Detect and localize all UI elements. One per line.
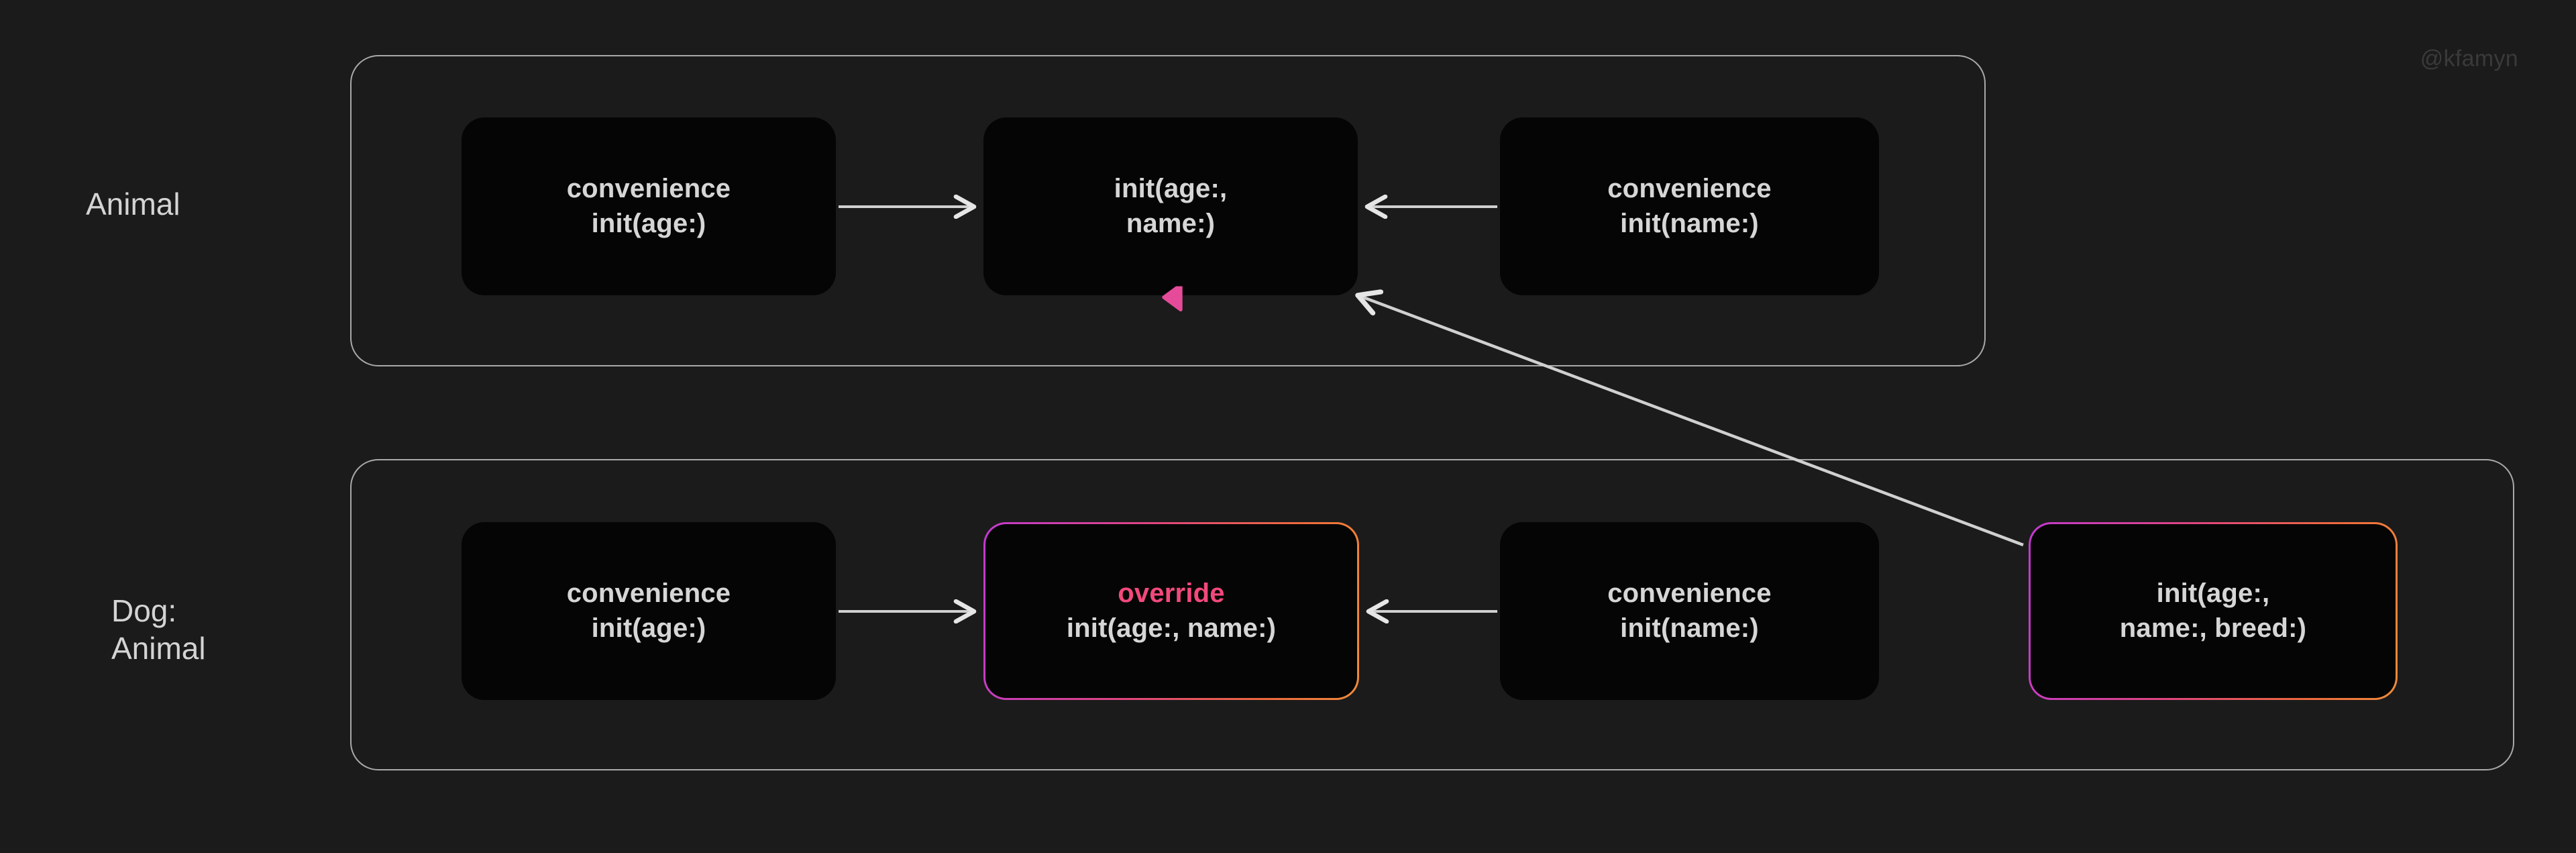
- node-dog-override-init-label: init(age:, name:): [1066, 613, 1277, 643]
- node-dog-convenience-age[interactable]: convenience init(age:): [462, 522, 836, 700]
- node-animal-convenience-name-label: convenience init(name:): [1607, 174, 1772, 238]
- override-keyword: override: [1118, 579, 1225, 609]
- node-dog-convenience-name[interactable]: convenience init(name:): [1500, 522, 1879, 700]
- node-dog-convenience-name-label: convenience init(name:): [1607, 579, 1772, 643]
- node-dog-override-init[interactable]: override init(age:, name:): [983, 522, 1359, 700]
- row-label-dog: Dog: Animal: [111, 593, 206, 666]
- node-animal-designated-init-label: init(age:, name:): [1114, 174, 1228, 238]
- row-label-animal: Animal: [86, 187, 180, 221]
- watermark-handle: @kfamyn: [2420, 46, 2518, 72]
- node-dog-designated-breed[interactable]: init(age:, name:, breed:): [2029, 522, 2398, 700]
- group-animal: [350, 55, 1986, 366]
- node-animal-convenience-age-label: convenience init(age:): [566, 174, 731, 238]
- node-animal-convenience-name[interactable]: convenience init(name:): [1500, 117, 1879, 295]
- node-dog-convenience-age-label: convenience init(age:): [566, 579, 731, 643]
- node-animal-designated-init[interactable]: init(age:, name:): [983, 117, 1358, 295]
- node-dog-designated-breed-label: init(age:, name:, breed:): [2119, 579, 2307, 643]
- node-animal-convenience-age[interactable]: convenience init(age:): [462, 117, 836, 295]
